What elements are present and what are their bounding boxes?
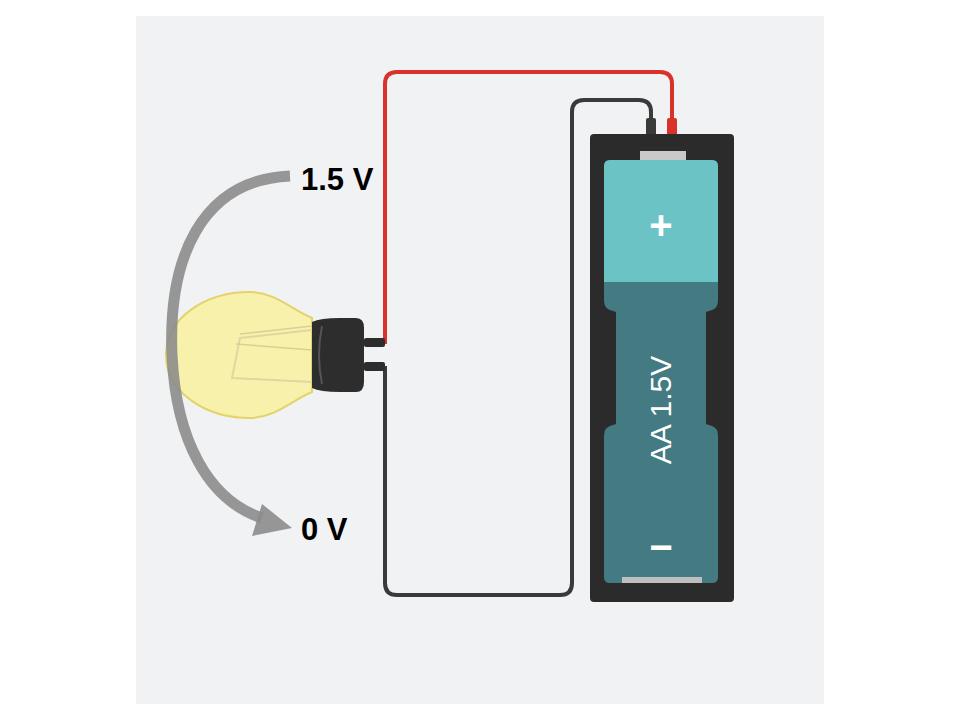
- voltage-label: 0 V: [301, 512, 348, 548]
- negative-terminal: [646, 118, 656, 136]
- battery-body: [604, 160, 718, 583]
- bulb-glass: [166, 292, 312, 418]
- bulb-base: [312, 318, 364, 392]
- bulb-filament: [232, 330, 312, 382]
- battery-cell: + AA 1.5V −: [604, 160, 718, 583]
- bulb-filament-wire: [236, 326, 312, 350]
- bulb-terminal: [364, 338, 385, 347]
- bulb-base-ridge: [319, 326, 322, 384]
- background-panel: [136, 16, 824, 704]
- voltage-drop-arrow: [172, 176, 290, 518]
- battery-positive-end: [604, 160, 718, 282]
- positive-terminal: [667, 118, 677, 136]
- battery-rating: AA 1.5V: [644, 356, 678, 464]
- voltage-label: 1.5 V: [301, 162, 373, 198]
- battery-holder: [590, 134, 734, 602]
- voltage-drop-arrowhead: [252, 504, 292, 536]
- bulb-terminal: [364, 362, 385, 371]
- polarity-sign: −: [649, 525, 672, 570]
- polarity-sign: +: [649, 203, 672, 248]
- battery-base-plate: [622, 577, 702, 583]
